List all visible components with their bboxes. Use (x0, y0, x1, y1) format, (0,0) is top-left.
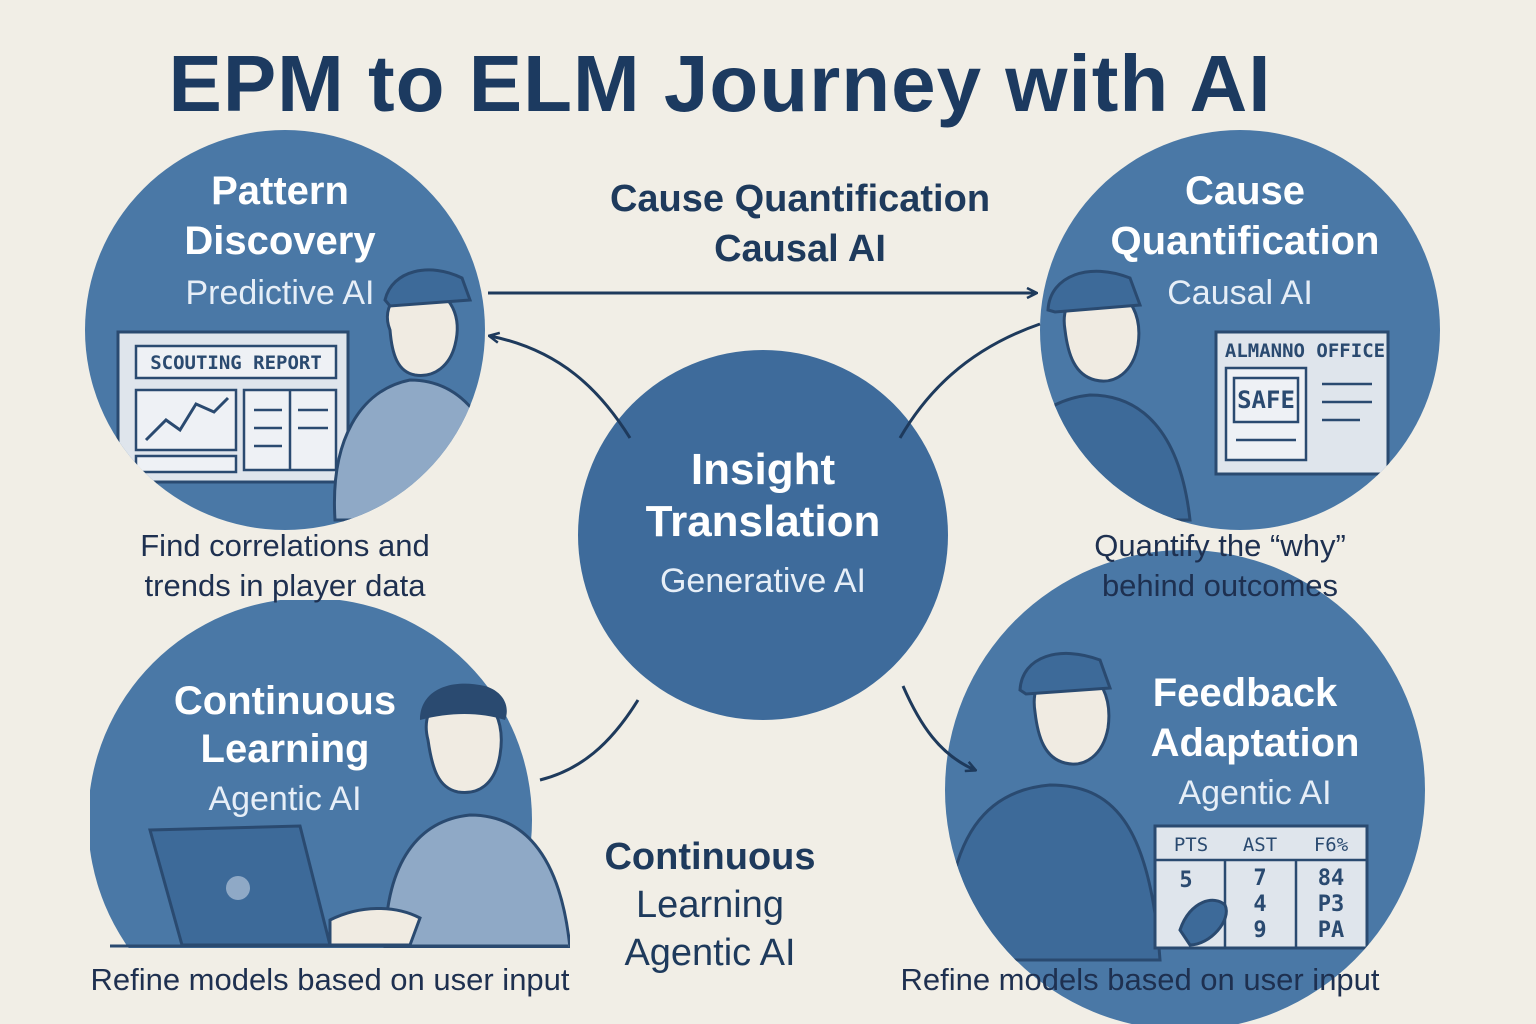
cause-quantification-subtitle: Causal AI (1167, 274, 1313, 312)
insight-translation-circle (578, 350, 948, 720)
cause-quantification-caption-line1: Quantify the “why” (1094, 528, 1346, 563)
bottom-connector-label-line1: Continuous (604, 836, 816, 878)
insight-translation-title-line1: Insight (690, 445, 836, 494)
cause-quantification-caption-line2: behind outcomes (1101, 568, 1339, 603)
insight-translation-subtitle: Generative AI (659, 562, 866, 600)
stats-cell: PA (1317, 918, 1345, 943)
page-title: EPM to ELM Journey with AI (168, 39, 1272, 128)
stats-cell: P3 (1317, 892, 1345, 917)
top-connector-label-line1: Cause Quantification (609, 178, 991, 220)
pattern-discovery-subtitle: Predictive AI (185, 274, 375, 312)
bottom-connector-label-line2: Learning (636, 884, 784, 926)
arrow-center-to-top-left (490, 336, 632, 439)
stats-cell: 84 (1317, 866, 1345, 891)
feedback-adaptation-title-line2: Adaptation (1150, 721, 1360, 765)
stats-header-ast: AST (1242, 834, 1278, 856)
pattern-discovery-caption-line1: Find correlations and (140, 528, 430, 563)
safe-stamp: SAFE (1237, 386, 1295, 414)
cause-quantification-title-line2: Quantification (1110, 219, 1380, 263)
feedback-adaptation-title-line1: Feedback (1152, 671, 1338, 715)
pattern-discovery-title-line1: Pattern (211, 169, 349, 213)
continuous-learning-caption: Refine models based on user input (90, 962, 570, 997)
stats-cell: 9 (1253, 918, 1267, 943)
arrow-center-to-bottom-right (901, 685, 975, 770)
stats-header-fg: F6% (1313, 834, 1349, 856)
scouting-report-label: SCOUTING REPORT (150, 352, 322, 374)
stats-cell: 7 (1253, 866, 1267, 891)
almanno-office-label: ALMANNO OFFICE (1224, 340, 1386, 362)
arc-center-to-top-right (898, 322, 1041, 439)
bottom-connector-label-line3: Agentic AI (624, 932, 796, 974)
feedback-adaptation-subtitle: Agentic AI (1178, 774, 1332, 812)
feedback-adaptation-caption: Refine models based on user input (900, 962, 1380, 997)
continuous-learning-title-line2: Learning (200, 727, 370, 771)
stats-header-pts: PTS (1173, 834, 1209, 856)
top-connector-label-line2: Causal AI (714, 228, 886, 270)
stats-cell: 4 (1253, 892, 1267, 917)
pattern-discovery-title-line2: Discovery (184, 219, 376, 263)
arc-center-to-bottom-left (539, 699, 640, 782)
cause-quantification-title-line1: Cause (1184, 169, 1306, 213)
continuous-learning-title-line1: Continuous (173, 679, 397, 723)
stats-cell: 5 (1179, 868, 1193, 893)
feedback-adaptation-illustration (945, 651, 1369, 962)
insight-translation-title-line2: Translation (645, 497, 881, 546)
pattern-discovery-caption-line2: trends in player data (144, 568, 426, 603)
continuous-learning-subtitle: Agentic AI (208, 780, 362, 818)
continuous-learning-illustration (148, 683, 570, 948)
